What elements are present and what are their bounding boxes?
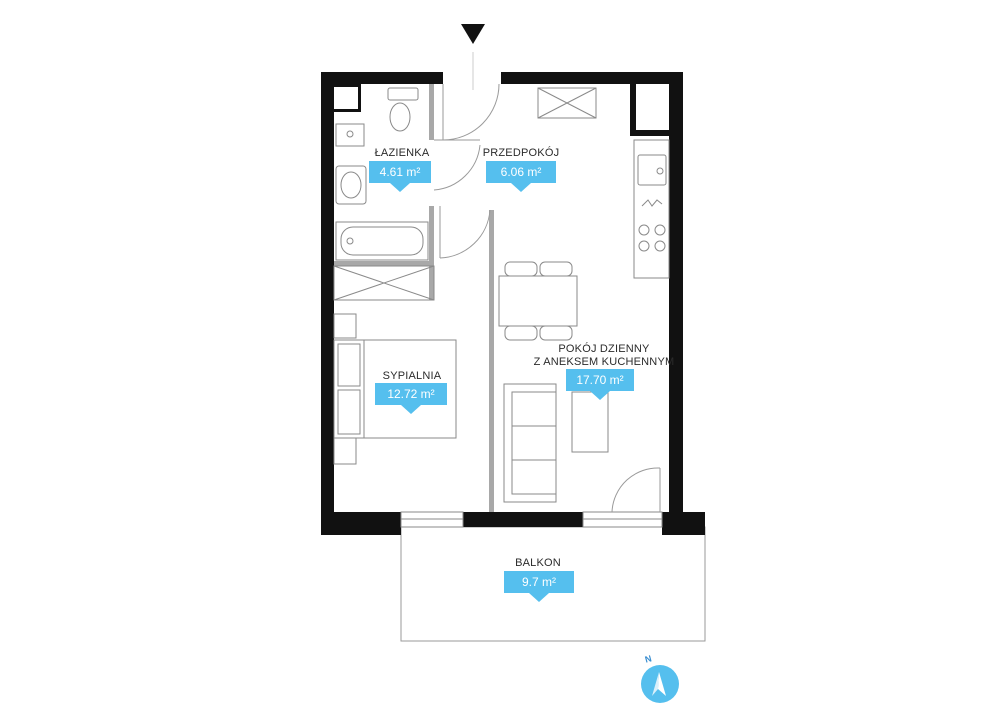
area-badge-sypialnia: 12.72 m² — [375, 383, 447, 414]
dining-set — [498, 261, 578, 341]
compass-icon — [641, 665, 679, 703]
doors — [433, 52, 661, 513]
kitchen-units — [633, 139, 670, 279]
room-name-pokoj-line1: POKÓJ DZIENNY — [558, 343, 650, 355]
room-name-pokoj-line2: Z ANEKSEM KUCHENNYM — [533, 356, 675, 368]
area-badge-lazienka: 4.61 m² — [369, 161, 431, 192]
wardrobes — [333, 87, 597, 301]
interior-walls — [334, 84, 494, 512]
area-badge-przedpokoj: 6.06 m² — [486, 161, 556, 192]
bathroom-fixtures — [335, 87, 429, 261]
area-badge-pokoj: 17.70 m² — [566, 369, 634, 400]
living-furniture — [503, 383, 609, 503]
room-name-przedpokoj: PRZEDPOKÓJ — [482, 147, 560, 159]
windows — [400, 511, 663, 528]
exterior-walls — [321, 72, 705, 535]
room-name-sypialnia: SYPIALNIA — [382, 370, 442, 382]
bedroom-furniture — [333, 313, 457, 465]
room-name-balkon: BALKON — [515, 557, 561, 569]
entrance-arrow-icon — [461, 24, 485, 44]
area-badge-balkon: 9.7 m² — [504, 571, 574, 602]
room-name-lazienka: ŁAZIENKA — [374, 147, 430, 159]
